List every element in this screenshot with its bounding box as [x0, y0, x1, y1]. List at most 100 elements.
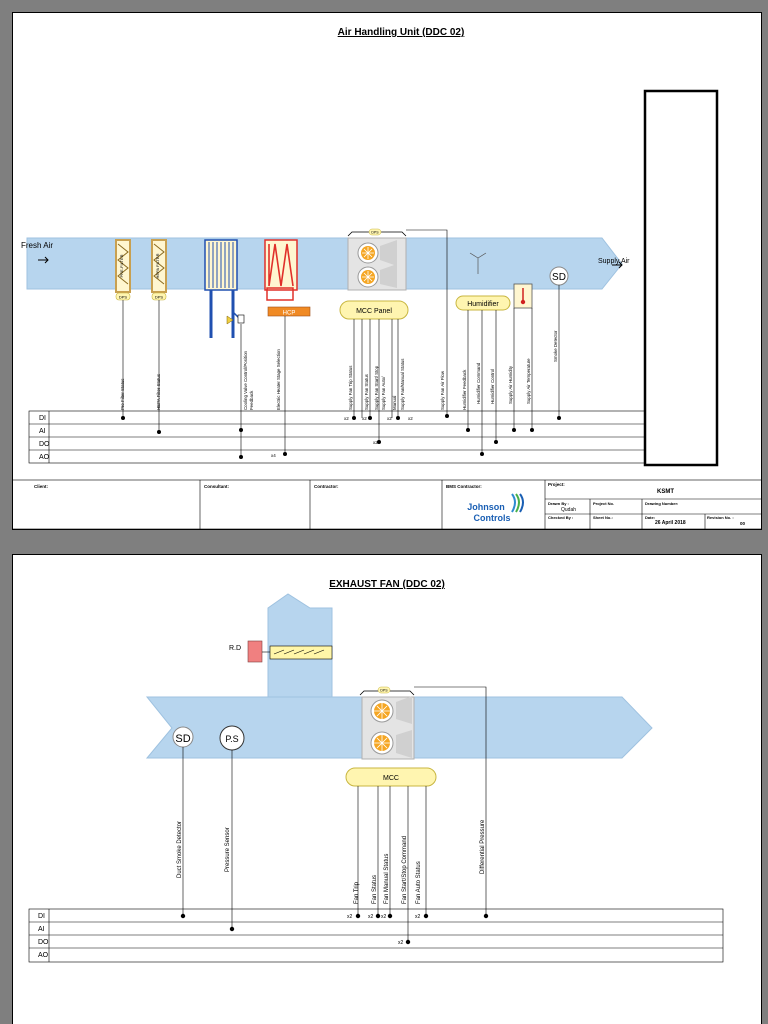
ef-row-di: DI	[38, 913, 45, 920]
exhaust-connection-dots	[180, 913, 489, 945]
pre-filter-text: PRE-FILTER	[119, 254, 124, 277]
lbl-sf-startstop: Supply Fan Start/ Stop	[374, 365, 379, 410]
cooling-coil	[204, 239, 245, 338]
mult-sf-trip: x2	[344, 416, 349, 421]
tb-contractor: Contractor:	[314, 484, 339, 489]
tb-project: KSMT	[657, 489, 674, 495]
svg-text:DPS: DPS	[155, 295, 164, 300]
lbl-fan-trip: Fan Trip	[354, 881, 360, 904]
svg-text:DPS: DPS	[380, 689, 388, 693]
ef-row-ao: AO	[38, 952, 49, 959]
ahu-connection-dots	[121, 414, 561, 459]
lbl-fan-manual: Fan Manual Status	[384, 854, 390, 904]
exhaust-diagram: EXHAUST FAN (DDC 02) R.D DPS SD P.S MCC	[12, 554, 762, 1024]
lbl-fan-auto: Fan Auto Status	[416, 861, 422, 904]
lbl-hum-control: Humidifier Control	[490, 369, 495, 404]
tb-project-label: Project:	[548, 482, 565, 487]
ahu-row-do: DO	[39, 441, 50, 448]
ahu-io-grid	[28, 410, 646, 464]
hcp-label: HCP	[283, 311, 296, 317]
tb-project-no: Project No.	[593, 501, 614, 506]
valve-icon	[226, 315, 234, 325]
ef-mult-trip: x2	[347, 914, 353, 920]
lbl-pre-filter: Pre Filter Status	[120, 378, 125, 410]
lbl-sf-manual: Manual	[392, 396, 397, 410]
ef-mult-start: x2	[398, 940, 404, 946]
ef-mult-status: x2	[368, 914, 374, 920]
lbl-duct-smoke: Duct Smoke Detector	[177, 821, 183, 878]
exhaust-io-grid	[28, 908, 724, 963]
ahu-mcc-label: MCC Panel	[356, 308, 392, 315]
tb-bms: BMS Contractor:	[446, 484, 482, 489]
ahu-diagram: Air Handling Unit (DDC 02) Fresh Air Sup…	[12, 12, 762, 530]
tb-date: 26 April 2018	[655, 520, 686, 526]
exhaust-fan-unit: DPS	[359, 686, 415, 760]
pre-filter-dps: DPS	[115, 292, 131, 301]
tb-logo-1: Johnson	[467, 502, 505, 512]
pre-filter: PRE-FILTER	[115, 239, 131, 293]
lbl-hum-feedback: Humidifier Feedback	[462, 369, 467, 410]
electric-heater	[264, 239, 298, 301]
ahu-title: Air Handling Unit (DDC 02)	[338, 27, 465, 38]
hepa-filter-dps: DPS	[151, 292, 167, 301]
mult-sf-start: x2	[373, 440, 378, 445]
tb-client: Client:	[34, 484, 49, 489]
ef-mcc-label: MCC	[383, 775, 399, 782]
ahu-row-ao: AO	[39, 454, 50, 461]
svg-text:DPS: DPS	[119, 295, 128, 300]
ef-sd-label: SD	[175, 733, 190, 745]
ef-ps-label: P.S	[225, 734, 238, 744]
exhaust-wiring	[182, 747, 427, 942]
ahu-sd-label: SD	[552, 272, 566, 283]
lbl-diff-pressure: Differential Pressure	[480, 819, 486, 874]
lbl-electric-heater: Electric Heater Stage Selection	[276, 349, 281, 410]
ahu-mcc-panel	[339, 300, 409, 320]
lbl-smoke-detector: Smoke Detector	[553, 330, 558, 362]
lbl-cooling-valve-2: Feedback	[249, 390, 254, 410]
supply-fan-unit: DPS	[347, 228, 407, 291]
fresh-air-arrow-icon	[38, 256, 49, 264]
lbl-fan-startstop: Fan Start/Stop Command	[402, 836, 408, 904]
tb-consultant: Consultant:	[204, 484, 229, 489]
ef-row-ai: AI	[38, 926, 45, 933]
tb-drawing-no: Drawing Number:	[645, 501, 678, 506]
tb-sheet-label: Sheet No.:	[593, 515, 613, 520]
mult-sf-status: x2	[362, 416, 367, 421]
mult-sf-auto: x2	[387, 416, 392, 421]
sf-dps	[368, 228, 382, 236]
lbl-cooling-valve-1: Cooling Valve Control/Position	[243, 350, 248, 410]
mult-sf-fan: x2	[408, 416, 413, 421]
rd-actuator-icon	[247, 640, 263, 663]
lbl-sa-temp: Supply Air Temperature	[526, 358, 531, 404]
ef-mcc-panel	[345, 767, 437, 787]
exhaust-title: EXHAUST FAN (DDC 02)	[329, 579, 445, 590]
lbl-sa-humidity: Supply Air Humidity	[508, 365, 513, 404]
tb-logo-2: Controls	[474, 513, 511, 523]
tb-revision: 00	[740, 521, 746, 526]
ef-row-do: DO	[38, 939, 49, 946]
humidifier-label: Humidifier	[467, 301, 499, 308]
svg-text:DPS: DPS	[371, 231, 379, 235]
tb-drawn-by: Qudah	[561, 507, 576, 513]
fresh-air-label: Fresh Air	[21, 241, 53, 250]
valve-actuator-icon	[237, 314, 245, 324]
rotary-damper	[269, 645, 333, 660]
tb-date-label: Date:	[645, 515, 655, 520]
lbl-fan-status: Fan Status	[372, 875, 378, 904]
hepa-filter-text: HEPA FILTER	[155, 253, 160, 278]
plenum-box	[643, 89, 719, 467]
tb-revision-label: Revision No. :	[707, 515, 734, 520]
supply-air-label: Supply Air	[598, 258, 630, 265]
johnson-controls-logo-icon	[511, 493, 524, 513]
lbl-sf-status: Supply Fan Status	[364, 373, 369, 410]
lbl-pressure-sensor: Pressure Sensor	[225, 827, 231, 872]
mult-heater: x4	[271, 453, 276, 458]
ahu-wiring	[122, 285, 560, 457]
rd-label: R.D	[229, 645, 241, 652]
lbl-sf-fanmanual: Supply Fan/Manual Status	[400, 358, 405, 410]
ahu-duct	[26, 237, 623, 290]
ahu-row-ai: AI	[39, 428, 46, 435]
humidifier-nozzle-icon	[469, 252, 487, 274]
tb-drawn-label: Drawn By :	[548, 501, 569, 506]
lbl-sf-airflow: Supply Fan Air Flow	[440, 370, 445, 410]
